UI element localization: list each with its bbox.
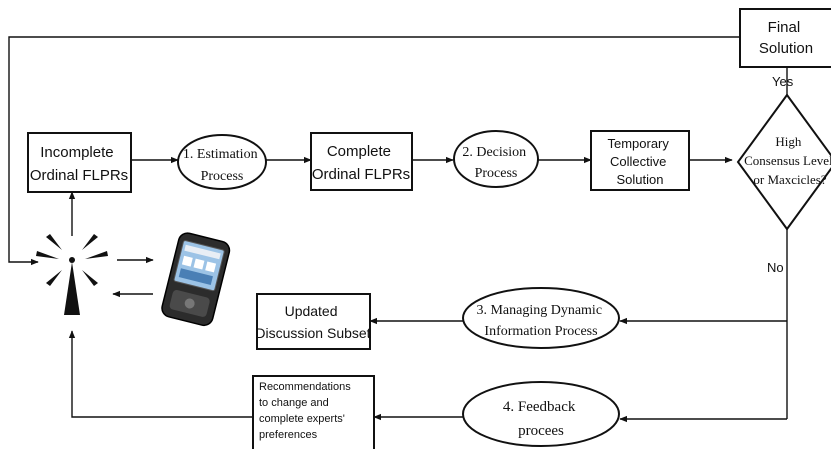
arrow-recommendations-to-antenna: [68, 330, 253, 418]
consensus-line-3: or Maxcicles?: [753, 172, 827, 187]
svg-text:Recommendations to chang: Recommendations to change and complete e…: [259, 381, 354, 441]
svg-text:Complete Ordinal FLPRs: Complete Ordinal FLPRs: [312, 143, 410, 183]
svg-text:Temporary Collective: Temporary Collective Solution: [607, 136, 672, 187]
svg-text:2. Decision Process: 2. Decision Process: [462, 145, 529, 181]
node-recommendations: Recommendations to change and complete e…: [252, 375, 375, 449]
estimation-line-2: Process: [201, 169, 244, 184]
complete-line-1: Complete: [327, 143, 391, 160]
feedback-line-2: procees: [518, 423, 564, 439]
temporary-line-3: Solution: [617, 172, 664, 187]
temporary-line-1: Temporary: [607, 136, 669, 151]
incomplete-line-1: Incomplete: [40, 144, 113, 161]
node-incomplete-flprs: Incomplete Ordinal FLPRs: [27, 132, 132, 193]
complete-line-2: Ordinal FLPRs: [312, 166, 410, 183]
consensus-line-2: Consensus Level: [744, 153, 831, 168]
feedback-line-1: 4. Feedback: [503, 399, 576, 415]
node-estimation-process: 1. Estimation Process: [177, 134, 267, 190]
updated-line-1: Updated: [285, 303, 338, 319]
estimation-line-1: 1. Estimation: [183, 147, 258, 162]
node-decision-process: 2. Decision Process: [453, 130, 539, 188]
node-final-solution: Final Solution: [739, 8, 831, 68]
yes-label: Yes: [772, 74, 794, 89]
temporary-line-2: Collective: [610, 154, 666, 169]
decision-line-2: Process: [475, 166, 518, 181]
recommendations-line-2: to change and: [259, 397, 329, 409]
consensus-line-1: High: [775, 134, 802, 149]
incomplete-line-2: Ordinal FLPRs: [30, 167, 128, 184]
managing-line-2: Information Process: [484, 324, 597, 339]
mobile-phone-icon: [161, 232, 231, 327]
svg-text:Final Solution: Final Solution: [759, 19, 813, 57]
final-solution-line-1: Final: [768, 19, 801, 36]
no-label: No: [767, 260, 784, 275]
connectors: [8, 36, 788, 423]
node-complete-flprs: Complete Ordinal FLPRs: [310, 132, 413, 191]
svg-text:Updated Discussion Subse: Updated Discussion Subset: [255, 303, 370, 341]
node-managing-dynamic: 3. Managing Dynamic Information Process: [462, 287, 620, 349]
loop-line-top: [8, 36, 740, 266]
recommendations-line-1: Recommendations: [259, 381, 351, 393]
final-solution-line-2: Solution: [759, 40, 813, 57]
svg-text:4. Feedback procees: 4. Feedback procees: [503, 399, 579, 439]
svg-text:Incomplete Ordinal FLPRs: Incomplete Ordinal FLPRs: [30, 144, 128, 184]
node-feedback-process: 4. Feedback procees: [462, 381, 620, 447]
recommendations-line-3: complete experts': [259, 413, 345, 425]
node-updated-subset: Updated Discussion Subset: [255, 293, 371, 350]
updated-line-2: Discussion Subset: [255, 325, 370, 341]
svg-text:High Consensus Level: High Consensus Level or Maxcicles?: [744, 134, 831, 187]
managing-line-1: 3. Managing Dynamic: [476, 303, 602, 318]
svg-text:1. Estimation Process: 1. Estimation Process: [183, 147, 261, 184]
decision-line-1: 2. Decision: [462, 145, 526, 160]
antenna-icon: [36, 234, 108, 315]
node-consensus-decision: High Consensus Level or Maxcicles?: [736, 93, 831, 231]
recommendations-line-4: preferences: [259, 429, 318, 441]
node-temporary-solution: Temporary Collective Solution: [590, 130, 690, 191]
svg-text:3. Managing Dynamic Info: 3. Managing Dynamic Information Process: [476, 303, 605, 339]
